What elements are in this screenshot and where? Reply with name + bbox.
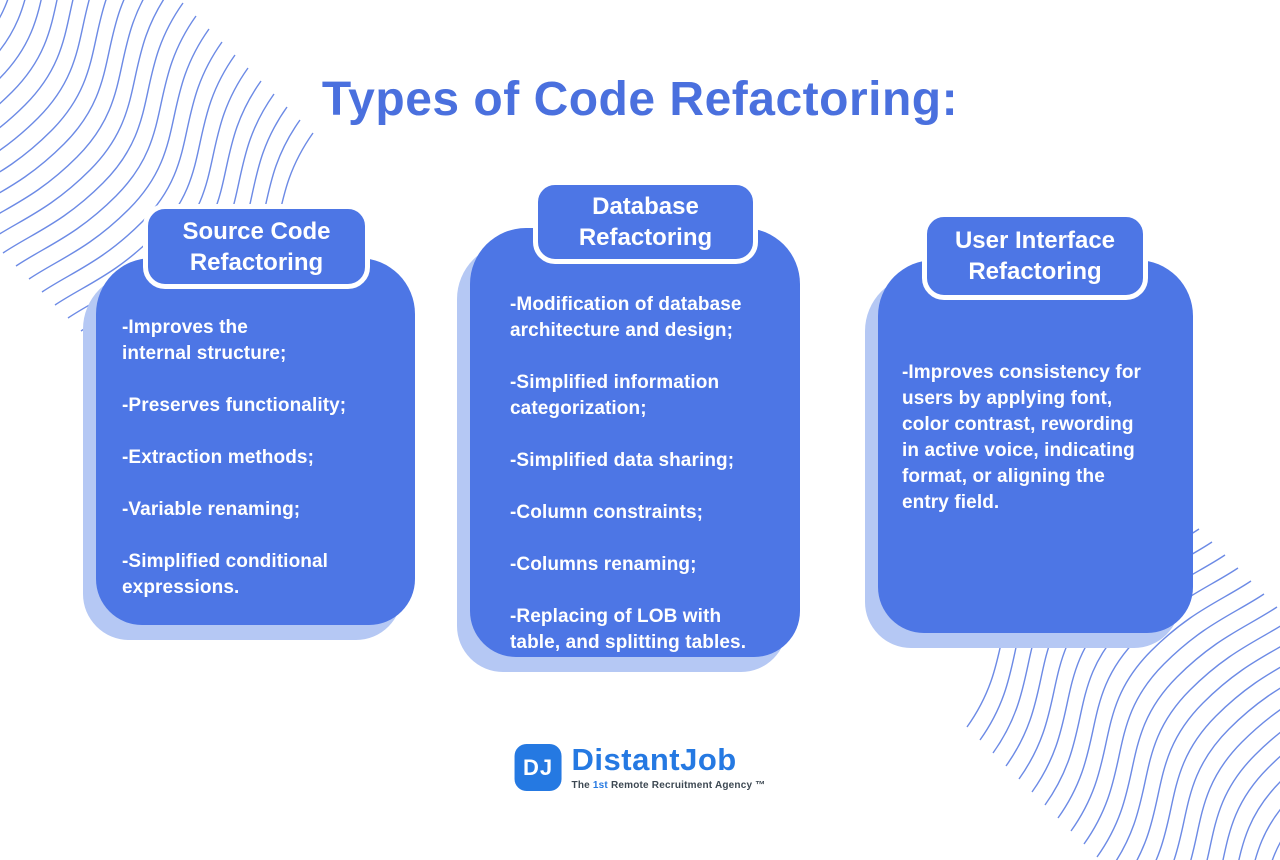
card-heading-badge: User Interface Refactoring [922, 212, 1148, 300]
logo-text-block: DistantJob The 1st Remote Recruitment Ag… [572, 744, 766, 791]
card-body: -Improves consistency for users by apply… [878, 260, 1193, 633]
card-item: -Simplified conditional expressions. [122, 551, 329, 598]
dj-monogram-text: DJ [522, 754, 554, 780]
tagline-suffix: Remote Recruitment Agency ™ [607, 779, 766, 791]
card-body: -Modification of database architecture a… [470, 228, 800, 657]
card-item: -Replacing of LOB with table, and splitt… [510, 606, 747, 653]
logo-tagline: The 1st Remote Recruitment Agency ™ [572, 780, 766, 791]
card-item: -Improves the internal structure; [122, 317, 287, 364]
card-item: -Modification of database architecture a… [510, 294, 742, 341]
card-heading-badge: Source Code Refactoring [143, 204, 370, 289]
card-item: -Columns renaming; [510, 554, 697, 575]
card-item: -Improves consistency for users by apply… [902, 362, 1142, 513]
page-title: Types of Code Refactoring: [321, 73, 959, 126]
card-item: -Simplified data sharing; [510, 450, 735, 471]
card-item: -Variable renaming; [122, 499, 301, 520]
card-item: -Preserves functionality; [122, 395, 347, 416]
distantjob-logo: DJ DistantJob The 1st Remote Recruitment… [514, 744, 766, 791]
card-item: -Extraction methods; [122, 447, 315, 468]
logo-name: DistantJob [571, 742, 737, 778]
tagline-highlight: 1st [592, 779, 608, 791]
card-heading-badge: Database Refactoring [533, 180, 758, 264]
dj-monogram-icon: DJ [514, 744, 562, 791]
card-body: -Improves the internal structure; -Prese… [96, 258, 415, 625]
card-item: -Column constraints; [510, 502, 704, 523]
card-item: -Simplified information categorization; [510, 372, 720, 419]
tagline-prefix: The [571, 779, 593, 791]
